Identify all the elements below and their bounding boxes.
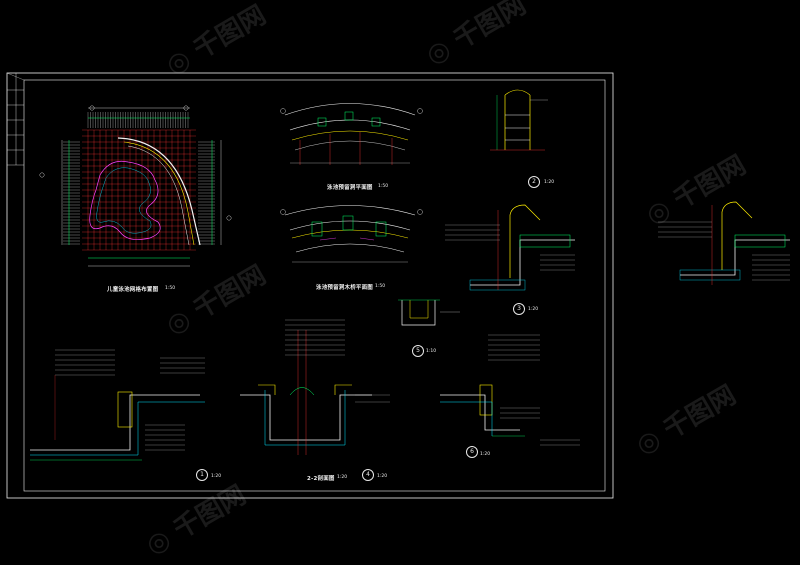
pool-edge-detail-6: [440, 334, 580, 446]
ladder-detail: [490, 89, 548, 151]
detail-marker-6: 6: [466, 446, 478, 458]
detail-marker-3: 3: [513, 303, 525, 315]
plan-a-scale: 1:50: [378, 184, 389, 189]
detail-marker-5-scale: 1:10: [426, 349, 437, 354]
plan-b-title: 泳池预留洞木桥平面图: [316, 285, 374, 291]
plan-b-scale: 1:50: [375, 284, 386, 289]
detail-marker-1-scale: 1:20: [211, 474, 222, 479]
pool-wall-section-1: [30, 349, 205, 461]
pool-reserved-opening-plan: [280, 103, 423, 165]
site-plan-title: 儿童泳池网格布置图: [107, 287, 159, 293]
section-scale: 1:20: [337, 475, 348, 480]
pool-edge-detail-3: [445, 204, 575, 291]
detail-marker-3-scale: 1:20: [528, 307, 539, 312]
site-plan-scale: 1:50: [165, 286, 176, 291]
sheet-frame: [6, 72, 614, 499]
pool-wooden-bridge-plan: [280, 205, 423, 263]
detail-marker-4: 4: [362, 469, 374, 481]
plan-a-title: 泳池预留洞平面图: [327, 185, 373, 191]
pool-grid-layout-plan: [39, 105, 232, 267]
pool-edge-detail-external: [658, 201, 790, 285]
detail-marker-6-scale: 1:20: [480, 452, 491, 457]
drain-detail-5: [398, 299, 460, 326]
detail-marker-4-scale: 1:20: [377, 474, 388, 479]
section-2-2: [240, 319, 390, 455]
detail-marker-2-scale: 1:20: [544, 180, 555, 185]
detail-marker-1: 1: [196, 469, 208, 481]
detail-marker-2: 2: [528, 176, 540, 188]
detail-marker-5: 5: [412, 345, 424, 357]
section-title: 2-2剖面图: [307, 476, 335, 482]
